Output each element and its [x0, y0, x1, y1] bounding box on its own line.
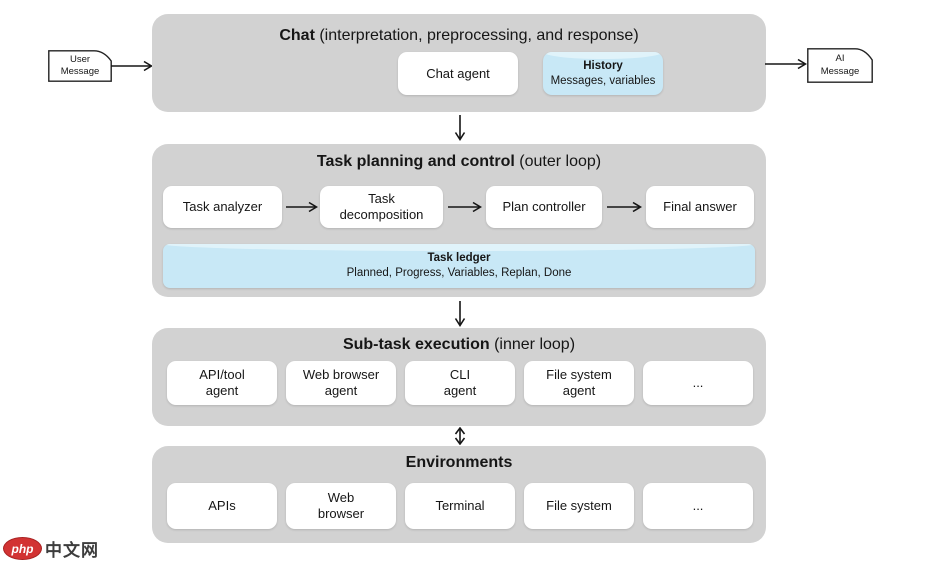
box-file-system: File system: [524, 483, 634, 529]
box-api-tool-agent: API/tool agent: [167, 361, 277, 405]
chat-agent-box: Chat agent: [398, 52, 518, 95]
chat-title-rest: (interpretation, preprocessing, and resp…: [314, 27, 639, 44]
arrow-user-to-chat: [111, 60, 153, 72]
box-cli-agent: CLI agent: [405, 361, 515, 405]
box-more-agents: ...: [643, 361, 753, 405]
php-cn-watermark: php 中文网: [3, 536, 99, 561]
chat-section: Chat (interpretation, preprocessing, and…: [152, 14, 766, 112]
arrow-chat-to-planning: [454, 115, 466, 141]
arrow-subtask-env-bidirectional: [454, 427, 466, 445]
environments-title-bold: Environments: [405, 454, 513, 471]
planning-section: Task planning and control (outer loop) T…: [152, 144, 766, 297]
arrow-analyzer-to-decomposition: [286, 201, 318, 213]
history-store: History Messages, variables: [543, 52, 663, 95]
task-ledger-title: Task ledger: [427, 252, 491, 265]
box-web-browser: Web browser: [286, 483, 396, 529]
arrow-chat-to-ai: [765, 58, 807, 70]
planning-section-title: Task planning and control (outer loop): [152, 153, 766, 171]
task-ledger-store: Task ledger Planned, Progress, Variables…: [163, 244, 755, 288]
box-task-analyzer: Task analyzer: [163, 186, 282, 228]
box-more-environments: ...: [643, 483, 753, 529]
php-logo-icon: php: [3, 537, 42, 560]
ai-message-note: AI Message: [807, 48, 873, 83]
user-message-note: User Message: [48, 50, 112, 82]
arrow-decomposition-to-controller: [448, 201, 482, 213]
note-shape-icon: [48, 50, 112, 82]
planning-title-bold: Task planning and control: [316, 153, 515, 170]
box-apis: APIs: [167, 483, 277, 529]
box-task-decomposition: Task decomposition: [320, 186, 443, 228]
arrow-planning-to-subtask: [454, 301, 466, 327]
history-title: History: [583, 59, 623, 72]
task-ledger-subtitle: Planned, Progress, Variables, Replan, Do…: [346, 267, 572, 279]
arrow-controller-to-final: [607, 201, 642, 213]
ai-message-label: AI Message: [820, 53, 860, 77]
subtask-title-bold: Sub-task execution: [342, 336, 490, 353]
planning-title-rest: (outer loop): [514, 153, 602, 170]
subtask-section-title: Sub-task execution (inner loop): [152, 336, 766, 354]
history-subtitle: Messages, variables: [550, 74, 656, 87]
subtask-title-rest: (inner loop): [489, 336, 576, 353]
box-web-browser-agent: Web browser agent: [286, 361, 396, 405]
box-terminal: Terminal: [405, 483, 515, 529]
php-cn-text: 中文网: [45, 541, 99, 560]
note-shape-icon: [807, 48, 873, 83]
box-file-system-agent: File system agent: [524, 361, 634, 405]
chat-title-bold: Chat: [279, 27, 315, 44]
chat-section-title: Chat (interpretation, preprocessing, and…: [152, 27, 766, 45]
user-message-label: User Message: [60, 53, 100, 77]
box-plan-controller: Plan controller: [486, 186, 602, 228]
environments-section: Environments APIs Web browser Terminal F…: [152, 446, 766, 543]
subtask-section: Sub-task execution (inner loop) API/tool…: [152, 328, 766, 426]
environments-section-title: Environments: [152, 454, 766, 472]
box-final-answer: Final answer: [646, 186, 754, 228]
